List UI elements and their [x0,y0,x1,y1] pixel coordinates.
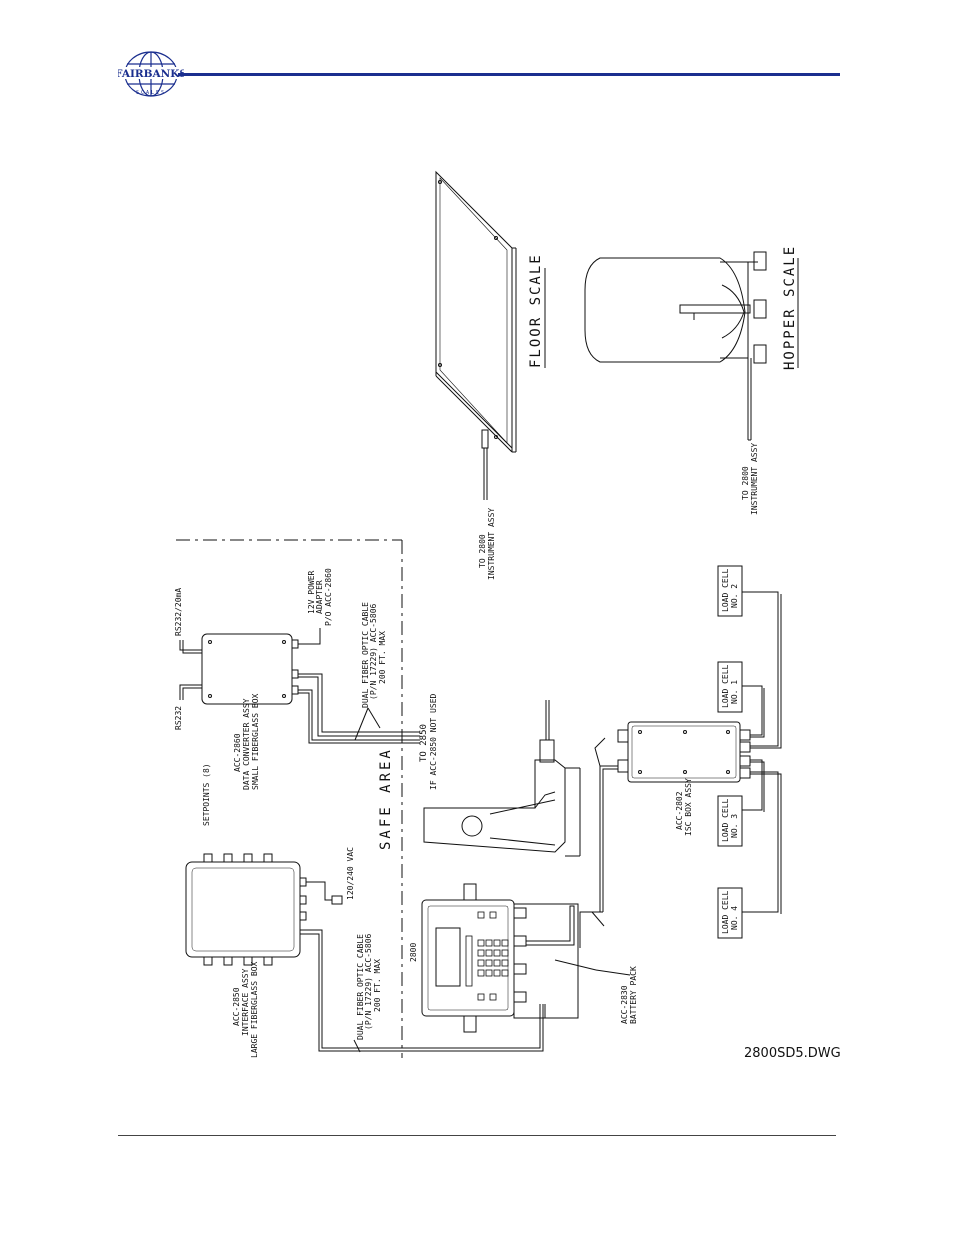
instrument-label: 2800 [409,943,418,962]
fiber-lower-label-3: 200 FT. MAX [373,959,382,1012]
power-adapter-label-2: ADAPTER [315,580,324,614]
data-converter-label-1: ACC-2860 [233,733,242,772]
fiber-lower-label-2: (P/N 17229) ACC-5806 [364,933,373,1030]
isc-leader [591,911,605,927]
isc-label-2: ISC BOX ASSY [684,778,693,836]
setpoints-label: SETPOINTS (8) [202,763,211,826]
fiber-upper-label-2: (P/N 17229) ACC-5806 [369,603,378,700]
load-cell-2-box [717,565,743,617]
isc-box [594,721,751,912]
battery-label-1: ACC-2830 [620,985,629,1024]
vac-label: 120/240 VAC [346,847,355,900]
load-cell-2-label-2: NO. 2 [730,584,739,608]
interface-box [185,853,544,1052]
interface-label-3: LARGE FIBERGLASS BOX [250,961,259,1058]
instrument-2800 [421,883,579,1033]
fiber-leader-upper [354,707,369,741]
power-adapter-label-1: 12V POWER [307,570,316,614]
interface-label-2: INTERFACE ASSY [241,968,250,1036]
mounting-bracket [423,700,581,857]
fiber-lower-label-1: DUAL FIBER OPTIC CABLE [356,934,365,1040]
battery-label-2: BATTERY PACK [629,966,638,1024]
footer-rule [118,1135,836,1136]
load-cell-1-box [717,661,743,713]
load-cell-3-label-1: LOAD CELL [721,798,730,842]
load-cell-1-label-2: NO. 1 [730,680,739,704]
logo-subtitle: SCALES [136,90,166,96]
load-cell-3-box [717,795,743,847]
data-converter-label-3: SMALL FIBERGLASS BOX [251,693,260,790]
hopper-to-2800-label-2: INSTRUMENT ASSY [750,443,759,515]
load-cell-4-label-2: NO. 4 [730,906,739,930]
battery-leader [595,969,631,976]
floor-to-2800-label-1: TO 2800 [478,534,487,568]
fairbanks-logo: FAIRBANKS SCALES [118,51,184,97]
header-rule [178,73,840,76]
load-cell-cables [742,591,782,914]
power-adapter-label-3: P/O ACC-2860 [324,568,333,626]
interface-label-1: ACC-2850 [232,987,241,1026]
floor-to-2800-label-2: INSTRUMENT ASSY [487,508,496,580]
rs232-label: RS232 [174,706,183,730]
data-converter-label-2: DATA CONVERTER ASSY [242,698,251,790]
hopper-scale-label: HOPPER SCALE [782,245,798,370]
to-2850-label-1: TO 2850 [419,724,429,762]
floor-scale-label: FLOOR SCALE [528,253,544,368]
drawing-number: 2800SD5.DWG [744,1046,841,1061]
safe-area-boundary [176,539,403,1058]
logo-wordmark: FAIRBANKS [118,68,184,80]
isc-cable [579,911,603,948]
fiber-upper-label-1: DUAL FIBER OPTIC CABLE [361,602,370,708]
to-2850-label-2: IF ACC-2850 NOT USED [429,693,438,790]
load-cell-3-label-2: NO. 3 [730,814,739,838]
safe-area-label: SAFE AREA [378,747,394,850]
load-cell-4-label-1: LOAD CELL [721,890,730,934]
fiber-leader-lower [353,1039,361,1053]
floor-scale-platform [435,170,517,500]
fiber-upper-label-3: 200 FT. MAX [378,631,387,684]
isc-label-1: ACC-2802 [675,791,684,830]
load-cell-1-label-1: LOAD CELL [721,664,730,708]
data-converter-box [179,628,420,744]
load-cell-4-box [717,887,743,939]
hopper-vessel [584,251,767,441]
load-cell-2-label-1: LOAD CELL [721,568,730,612]
rs232-20ma-label: RS232/20mA [174,588,183,636]
hopper-to-2800-label-1: TO 2800 [741,466,750,500]
